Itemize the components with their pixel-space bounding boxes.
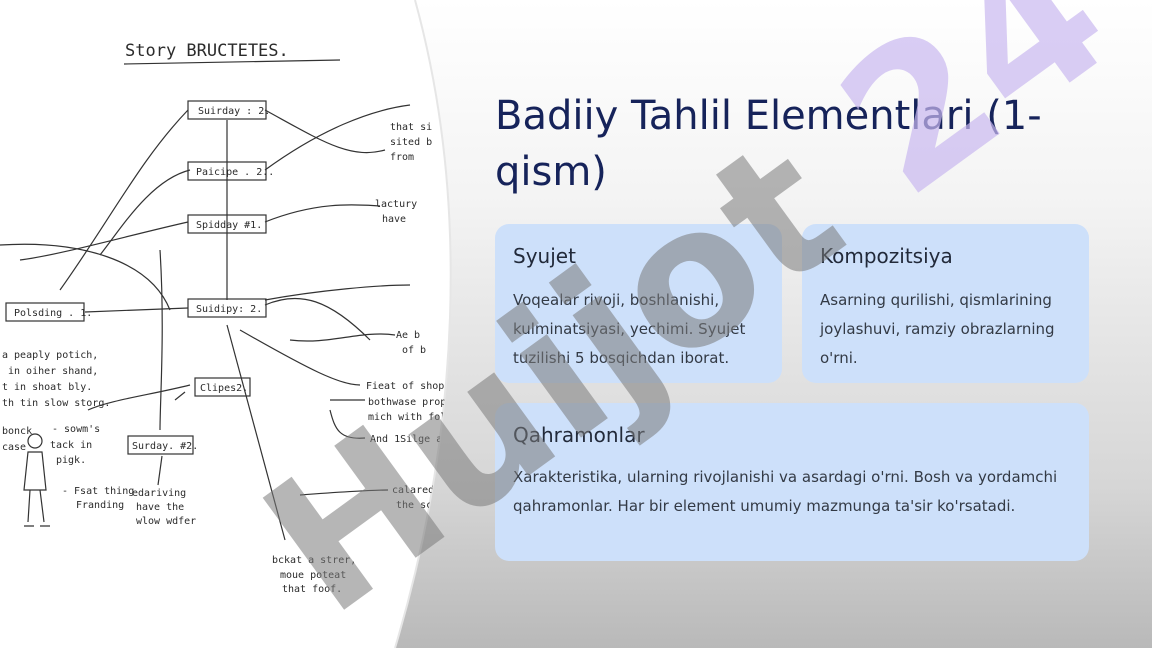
sketch-box-label: Clipes2.: [200, 383, 248, 394]
sketch-paper: [0, 0, 451, 648]
sketch-note: the scorn: [396, 500, 450, 511]
sketch-note: bckat a strer,: [272, 555, 356, 566]
sketch-note: pigk.: [56, 455, 86, 466]
slide-title: Badiiy Tahlil Elementlari (1-qism): [495, 93, 1042, 195]
card-text: Asarning qurilishi, qismlarining joylash…: [820, 291, 1055, 367]
sketch-box: [187, 214, 267, 234]
card-kompozitsiya: Kompozitsiya Asarning qurilishi, qismlar…: [802, 224, 1089, 383]
sketch-note: tack in: [50, 440, 92, 451]
sketch-note: in oiher shand,: [8, 366, 98, 377]
sketch-note: case: [2, 442, 26, 453]
sketch-edge: [394, 0, 452, 648]
sketch-note: bonck: [2, 426, 32, 437]
sketch-note: lactury: [375, 199, 417, 210]
sketch-note: calared th: [392, 485, 452, 496]
sketch-note: of b: [402, 345, 426, 356]
sketch-box-label: Paicipe . 2..: [196, 167, 274, 178]
sketch-heading: Story BRUCTETES.: [125, 41, 289, 61]
sketch-note: Fieat of shop: [366, 381, 444, 392]
card-text: Xarakteristika, ularning rivojlanishi va…: [513, 468, 1058, 515]
sketch-note: And 1Silge acad: [370, 434, 460, 445]
sketch-note: edariving: [132, 488, 186, 499]
sketch-note: moue poteat: [280, 570, 346, 581]
sketch-note: wlow wdfer: [136, 516, 196, 527]
card-heading: Qahramonlar: [513, 423, 645, 447]
sketch-box-label: Suirday : 2.: [198, 106, 270, 117]
sketch-box: [5, 302, 85, 322]
sketch-note: have the: [136, 502, 184, 513]
card-qahramonlar: Qahramonlar Xarakteristika, ularning riv…: [495, 403, 1089, 561]
sketch-note: mich with follu: [368, 412, 458, 423]
sketch-box-label: Surday. #2.: [132, 441, 198, 452]
sketch-box-label: Spidday #1.: [196, 220, 262, 231]
person-figure-icon: [23, 433, 50, 527]
sketch-note: th tin slow storg.: [2, 398, 110, 409]
sketch-note: have: [382, 214, 406, 225]
sketch-note: that foof.: [282, 584, 342, 595]
sketch-note: - sowm's: [52, 424, 100, 435]
sketch-note: a peaply potich,: [2, 350, 98, 361]
sketch-note: Ae b: [396, 330, 420, 341]
sketch-note: t in shoat bly.: [2, 382, 92, 393]
sketch-note: bothwase prop: [368, 397, 446, 408]
card-heading: Kompozitsiya: [820, 244, 953, 268]
card-syujet: Syujet Voqealar rivoji, boshlanishi, kul…: [495, 224, 782, 383]
sketch-box-label: Polsding . 1.: [14, 308, 92, 319]
sketch-box: [127, 435, 194, 455]
card-text: Voqealar rivoji, boshlanishi, kulminatsi…: [513, 291, 746, 367]
card-heading: Syujet: [513, 244, 576, 268]
sketch-note: sited b: [390, 137, 432, 148]
sketch-box-label: Suidipy: 2.: [196, 304, 262, 315]
sketch-box: [194, 377, 251, 397]
sketch-note: Franding: [76, 500, 124, 511]
sketch-note: that si: [390, 122, 432, 133]
sketch-note: from: [390, 152, 414, 163]
sketch-note: - Fsat thing: [62, 486, 134, 497]
